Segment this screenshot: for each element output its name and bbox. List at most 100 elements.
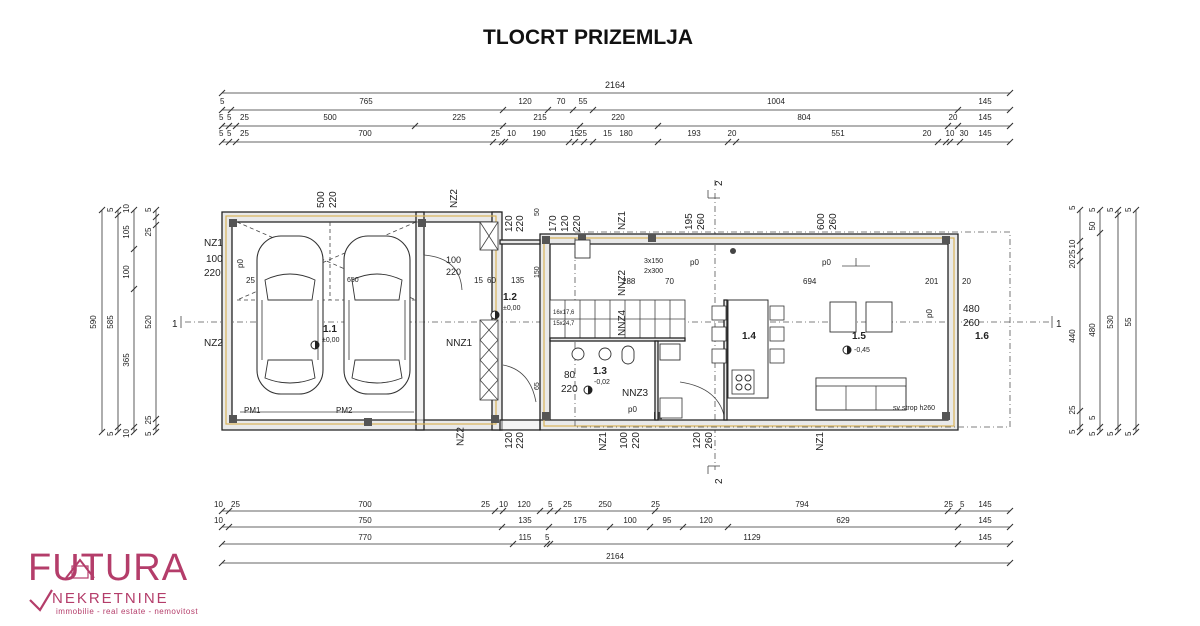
section-2-top: 2 [714, 180, 725, 186]
left-c4-4: 5 [144, 431, 153, 436]
door-width-120-top: 120 [504, 215, 515, 232]
bot-r1-13: 145 [978, 500, 992, 509]
left-c2-2: 5 [106, 431, 115, 436]
right-c2-0: 5 [1088, 207, 1097, 212]
top-dim-r2-4: 55 [579, 97, 588, 106]
terrace-width-480: 480 [963, 304, 980, 315]
right-c1-2: 25 [1068, 249, 1077, 258]
dim-694: 694 [803, 277, 817, 286]
top-dim-r2-1: 765 [359, 97, 373, 106]
top-dim-r4-10: 180 [619, 129, 633, 138]
left-c4-2: 520 [144, 315, 153, 329]
room-1-5-label: 1.5 [852, 331, 866, 342]
top-dim-r4-13: 551 [831, 129, 845, 138]
stair-dim-2: 2x300 [644, 268, 663, 275]
ceiling-note: sv strop h260 [893, 405, 935, 412]
top-dim-r4-2: 25 [240, 129, 249, 138]
window-nz2-bottom: NZ2 [455, 427, 466, 446]
window-nnz2: NNZ2 [617, 269, 628, 296]
left-c3-1: 105 [122, 225, 131, 239]
window-width-195: 195 [684, 213, 695, 230]
top-dim-r2-5: 1004 [767, 97, 785, 106]
right-c4-2: 5 [1124, 431, 1133, 436]
door-height-220-top: 220 [515, 215, 526, 232]
top-dim-r4-8: 25 [578, 129, 587, 138]
door-height-220: 220 [446, 267, 461, 277]
window-nnz1: NNZ1 [446, 338, 473, 349]
drawing-title: TLOCRT PRIZEMLJA [483, 26, 693, 49]
bot-r1-5: 120 [517, 500, 531, 509]
room-1-2-label: 1.2 [503, 292, 517, 303]
garage-door-height: 220 [328, 191, 339, 208]
left-c2-0: 5 [106, 207, 115, 212]
bot-r2-1: 750 [358, 516, 372, 525]
bath-window-220: 220 [561, 384, 578, 395]
right-c2-4: 5 [1088, 431, 1097, 436]
right-c3-1: 530 [1106, 315, 1115, 329]
window-nz1-bottom-2: NZ1 [815, 432, 826, 451]
right-c4-0: 5 [1124, 207, 1133, 212]
garage-door-650: 650 [347, 277, 359, 284]
window-nz2-top: NZ2 [449, 189, 460, 208]
window-width-100-bottom: 100 [619, 432, 630, 449]
bot-r2-2: 135 [518, 516, 532, 525]
bath-window-80: 80 [564, 370, 576, 381]
bot-r2-8: 145 [978, 516, 992, 525]
right-c2-3: 5 [1088, 415, 1097, 420]
dim-120: 120 [560, 215, 571, 232]
room-1-1-label: 1.1 [323, 324, 337, 335]
level-p0-2: p0 [822, 258, 831, 267]
window-height-220: 220 [204, 268, 221, 279]
left-c3-3: 365 [122, 353, 131, 367]
bot-r2-0: 10 [214, 516, 223, 525]
left-dim-total: 590 [89, 315, 98, 329]
top-dim-r4-6: 190 [532, 129, 546, 138]
top-dim-r2-6: 145 [978, 97, 992, 106]
dim-220: 220 [572, 215, 583, 232]
room-1-3-label: 1.3 [593, 366, 607, 377]
bot-r2-4: 100 [623, 516, 637, 525]
bot-r1-11: 25 [944, 500, 953, 509]
top-dim-r4-4: 25 [491, 129, 500, 138]
parking-2-label: PM2 [336, 406, 353, 415]
bot-r1-1: 25 [231, 500, 240, 509]
top-dim-r4-0: 5 [219, 129, 224, 138]
window-height-260: 260 [696, 213, 707, 230]
bot-r3-3: 1129 [743, 533, 761, 542]
top-dim-r4-15: 10 [946, 129, 955, 138]
bot-r3-1: 115 [519, 533, 532, 542]
level-p0-1: p0 [690, 258, 699, 267]
window-height-220-bottom: 220 [631, 432, 642, 449]
window-nz1-top: NZ1 [617, 211, 628, 230]
top-dim-r3-5: 215 [533, 113, 547, 122]
bot-r2-5: 95 [663, 516, 672, 525]
top-dim-r4-7: 15 [570, 129, 579, 138]
top-dim-r4-16: 30 [960, 129, 969, 138]
house-icon [65, 558, 95, 579]
room-1-4-label: 1.4 [742, 331, 756, 342]
window-nz2-garage: NZ2 [204, 338, 223, 349]
bot-r1-12: 5 [960, 500, 965, 509]
window-nz1-garage: NZ1 [204, 238, 223, 249]
left-c2-1: 585 [106, 315, 115, 329]
top-dim-r3-0: 5 [219, 113, 224, 122]
building-outline [221, 211, 1011, 431]
bot-r1-10: 794 [795, 500, 809, 509]
door-height-220-bottom: 220 [515, 432, 526, 449]
car-icon [256, 235, 324, 395]
dim-165: 65 [534, 382, 541, 390]
window-nnz3: NNZ3 [622, 388, 649, 399]
room-1-5-level: -0,45 [854, 347, 870, 354]
dim-288: 288 [622, 277, 636, 286]
left-dimension-chains: 590 5 585 5 10 105 100 365 10 5 25 520 2… [89, 204, 160, 438]
left-c4-1: 25 [144, 227, 153, 236]
door-width-100: 100 [446, 255, 461, 265]
logo-tagline: immobilie - real estate - nemovitost [56, 607, 198, 616]
top-dim-r4-3: 700 [358, 129, 372, 138]
top-dim-r3-3: 500 [323, 113, 337, 122]
bot-total: 2164 [606, 552, 624, 561]
level-p0-3: p0 [628, 405, 637, 414]
dim-135: 135 [511, 276, 525, 285]
bot-r1-9: 25 [651, 500, 660, 509]
bot-r3-4: 145 [978, 533, 992, 542]
